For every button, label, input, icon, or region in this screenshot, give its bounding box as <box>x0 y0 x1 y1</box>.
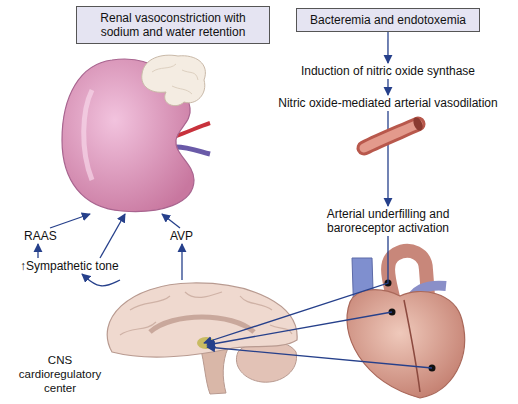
node-text: Arterial underfilling and baroreceptor a… <box>308 206 468 236</box>
node-text: RAAS <box>22 228 59 244</box>
adrenal-texture <box>152 64 198 94</box>
afferent-line <box>207 312 392 345</box>
flow-step: Nitric oxide-mediated arterial vasodilat… <box>276 95 499 111</box>
afferent-line <box>207 347 432 368</box>
flow-arrow <box>387 79 388 95</box>
illustration-node: Renal vasoconstriction with sodium and w… <box>60 6 275 214</box>
brain-gyri <box>120 292 292 335</box>
renal-vein <box>176 147 210 154</box>
flow-arrow <box>204 236 388 343</box>
flow-arrow <box>100 214 125 258</box>
artery-illustration <box>364 116 425 148</box>
flow-arrow <box>387 32 388 63</box>
flow-arrow <box>387 111 388 206</box>
artery-tube <box>364 124 418 148</box>
node-text: Induction of nitric oxide synthase <box>299 63 477 79</box>
flow-arrow <box>162 214 180 228</box>
node-text: Nitric oxide-mediated arterial vasodilat… <box>276 95 499 111</box>
flow-arrow <box>82 274 120 286</box>
flow-step: Arterial underfilling and baroreceptor a… <box>308 206 468 236</box>
illustration-node: CNS cardioregulatory center <box>4 280 204 396</box>
adrenal-gland <box>142 55 206 105</box>
hormone-label: AVP <box>168 228 195 244</box>
process-box: Bacteremia and endotoxemia <box>296 8 480 32</box>
flow-arrow <box>37 244 38 258</box>
corpus-callosum <box>150 317 254 332</box>
heart-illustration <box>347 251 465 398</box>
brain-illustration <box>107 283 297 394</box>
flow-arrow <box>50 214 90 228</box>
coronary-vessel <box>404 300 420 392</box>
hormone-label: ↑Sympathetic tone <box>18 258 121 274</box>
node-text: Bacteremia and endotoxemia <box>296 8 480 32</box>
flow-arrow <box>181 244 182 280</box>
node-text: Renal vasoconstriction with sodium and w… <box>76 6 270 44</box>
kidney-illustration <box>62 55 210 211</box>
flow-step: Induction of nitric oxide synthase <box>299 63 477 79</box>
node-text: AVP <box>168 228 195 244</box>
artery-opening <box>411 116 424 132</box>
artery-lumen <box>364 124 418 148</box>
node-text: CNS cardioregulatory center <box>4 352 116 396</box>
heart-body <box>347 290 465 398</box>
kidney-highlight <box>84 90 92 180</box>
node-text: ↑Sympathetic tone <box>18 258 121 274</box>
hormone-label: RAAS <box>22 228 59 244</box>
cerebrum <box>107 283 297 357</box>
